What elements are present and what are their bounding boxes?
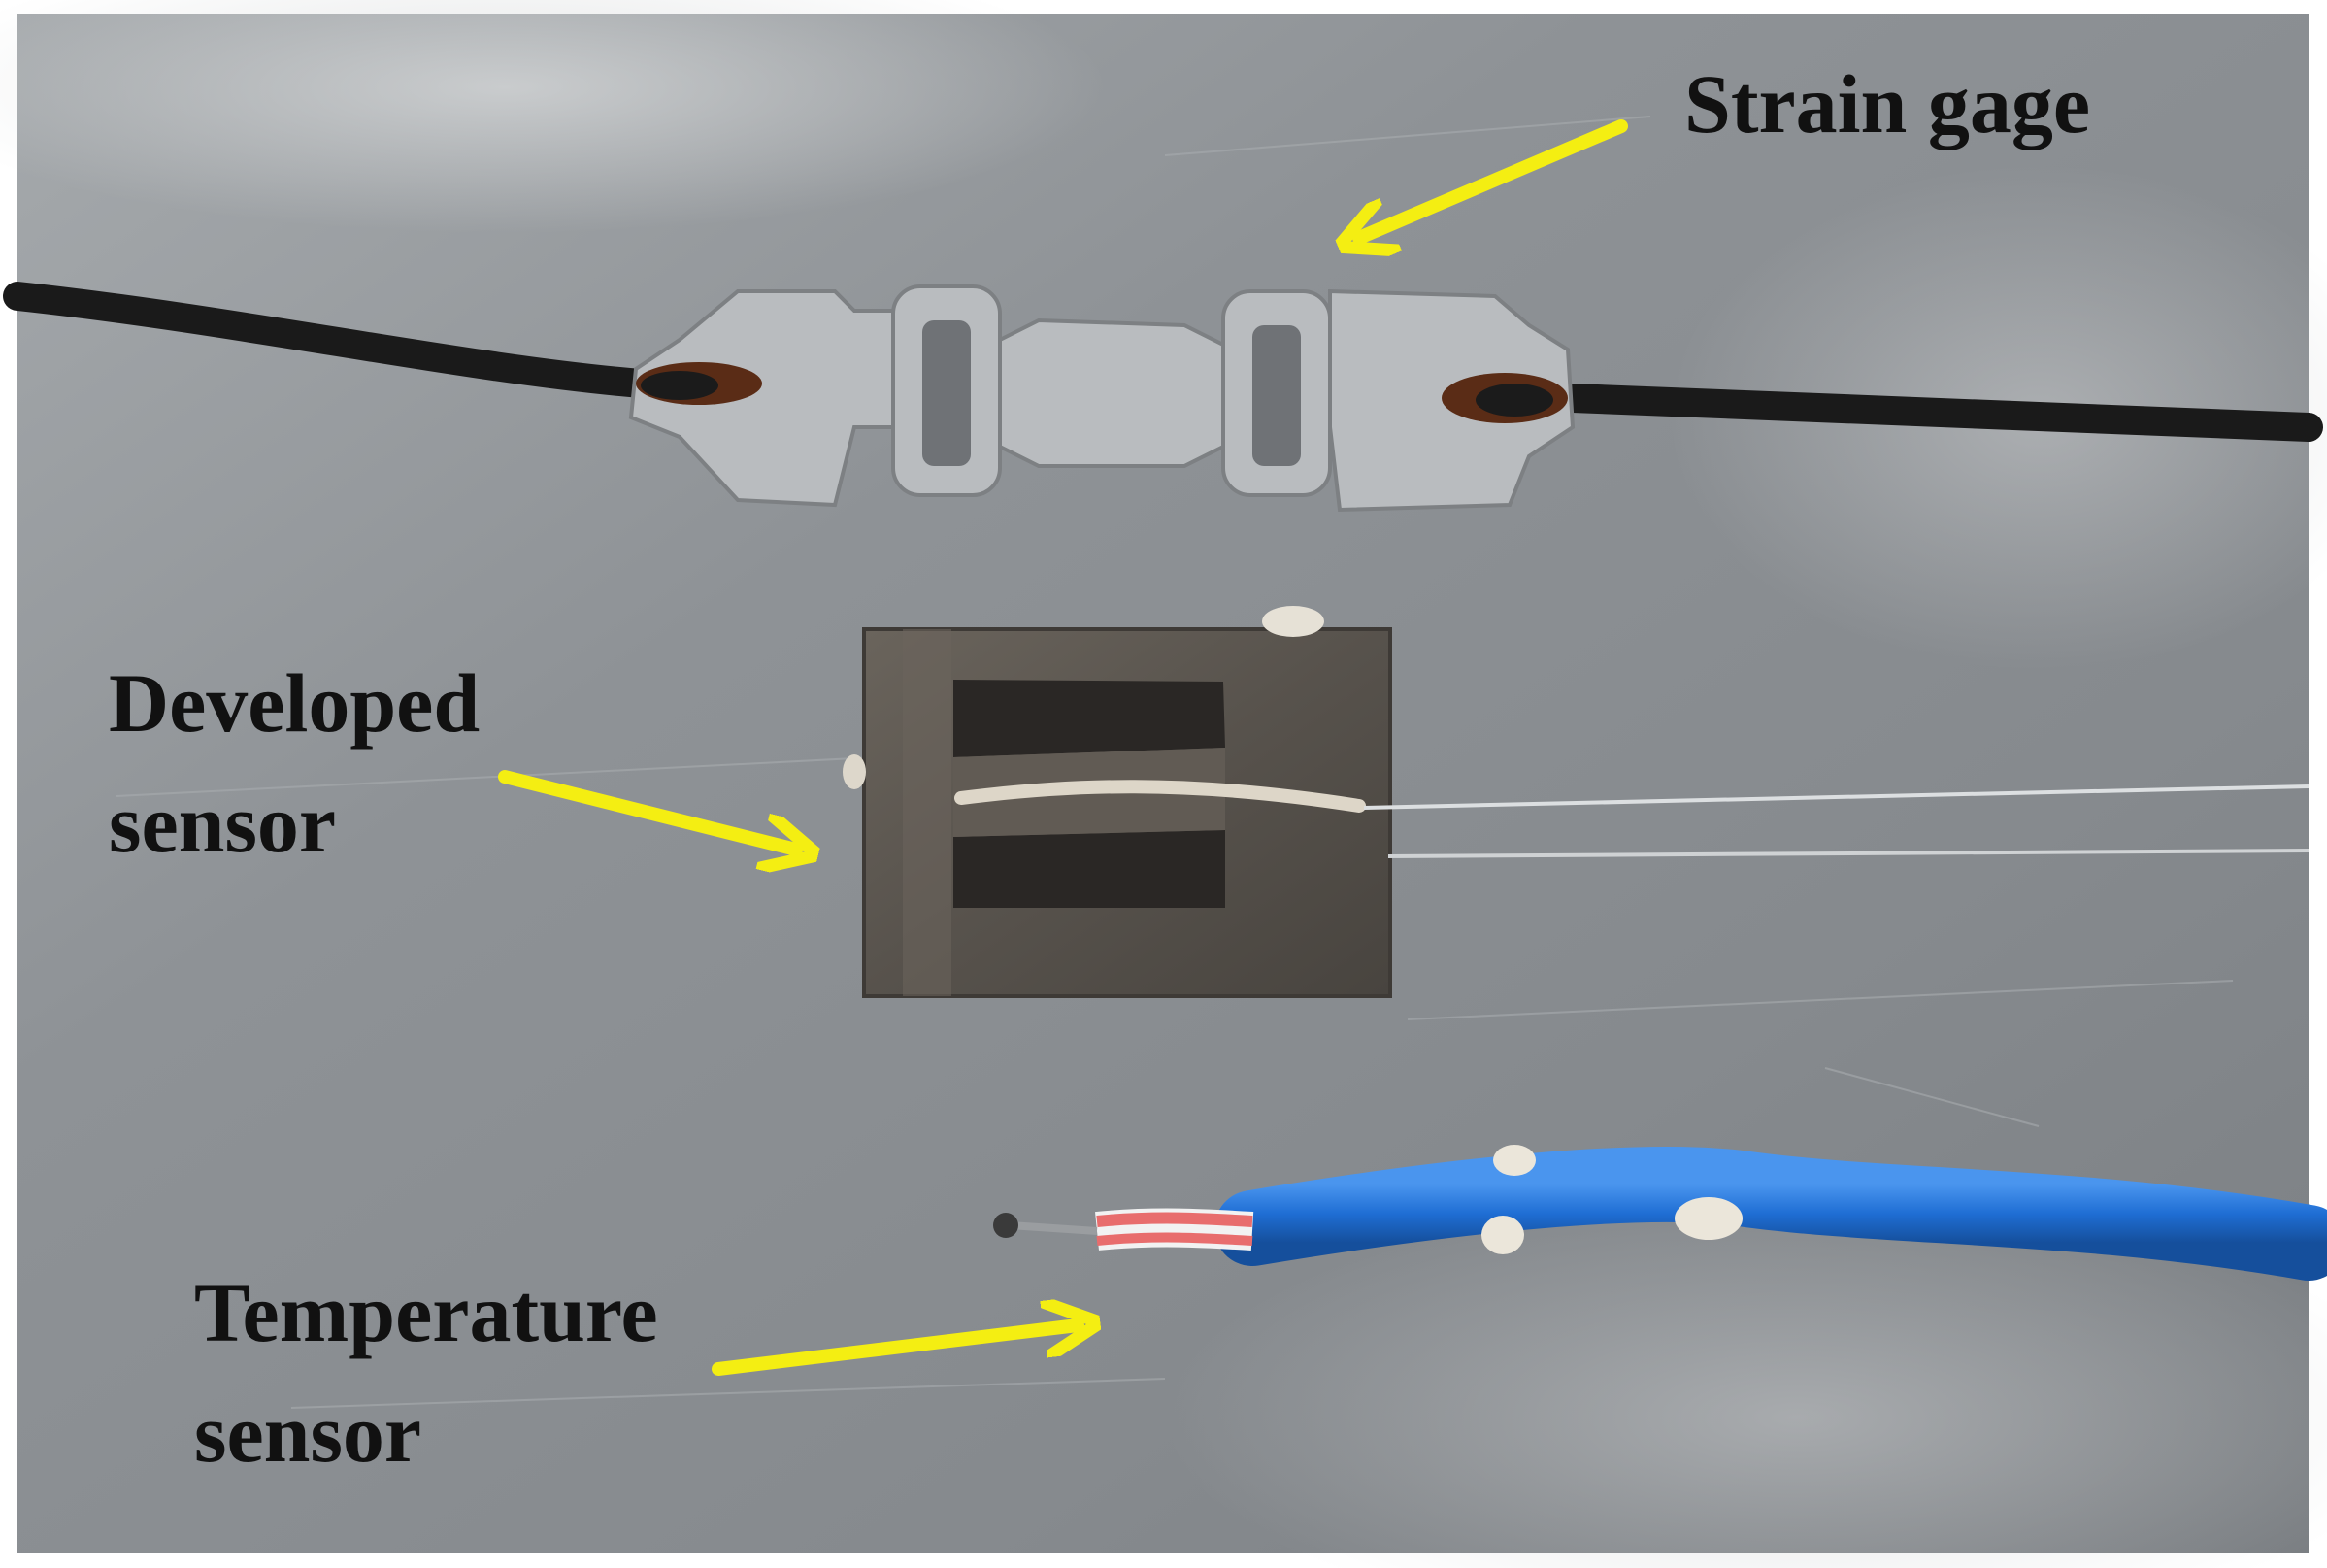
developed-sensor-label-line1: Developed	[109, 656, 481, 750]
strain-gage-label: Strain gage	[1684, 57, 2091, 150]
black-cable-left	[3, 282, 655, 398]
plate-scratches	[116, 116, 2234, 1409]
developed-sensor	[843, 606, 2310, 998]
glare-bottom	[1165, 1194, 2327, 1568]
glare-top	[0, 0, 1107, 233]
temperature-sensor	[993, 1145, 2327, 1281]
developed-sensor-label: Developed sensor	[109, 643, 480, 884]
arrow-temperature-sensor	[712, 1325, 1078, 1376]
developed-sensor-label-line2: sensor	[109, 777, 337, 870]
arrow-developed-sensor	[498, 770, 796, 850]
temperature-sensor-label-line1: Temperature	[194, 1266, 658, 1359]
temperature-sensor-label: Temperature sensor	[194, 1252, 658, 1493]
black-cable-right	[1558, 384, 2323, 442]
strain-gage-slots	[922, 320, 1301, 466]
arrow-strain-gage	[1359, 119, 1628, 238]
temperature-sensor-label-line2: sensor	[194, 1386, 422, 1480]
strain-gage-label-text: Strain gage	[1684, 57, 2091, 150]
